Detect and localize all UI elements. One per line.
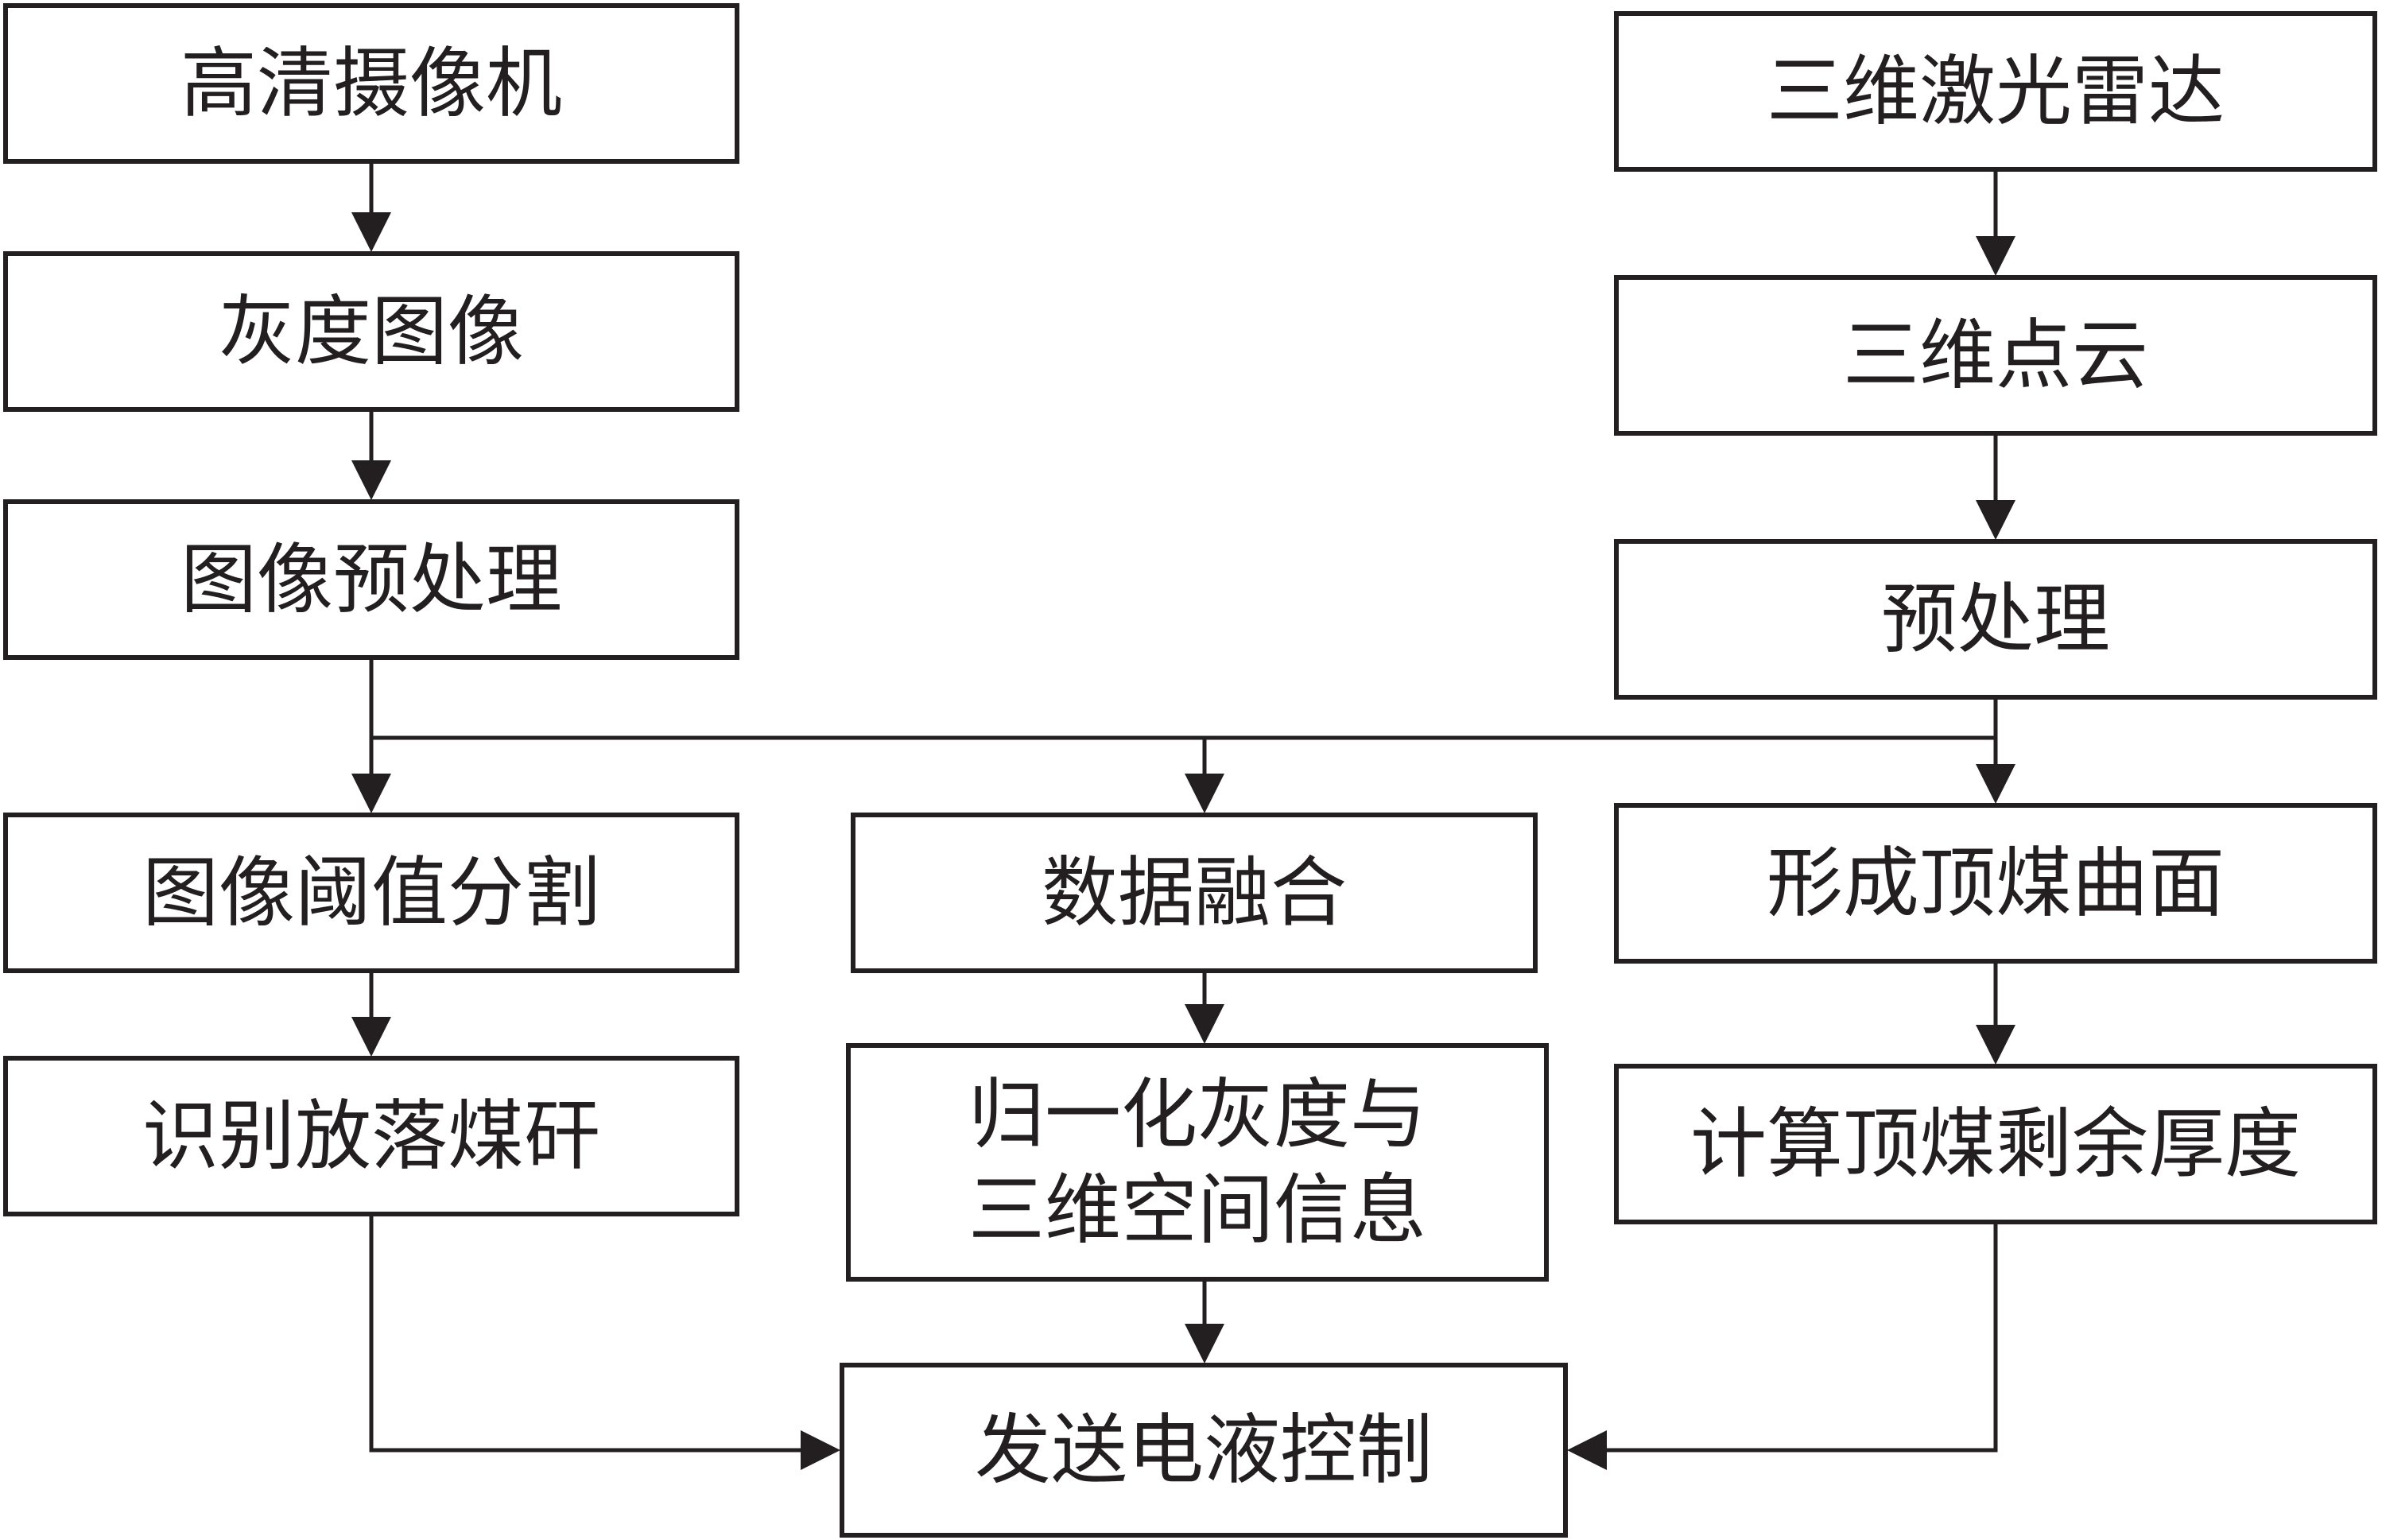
normalize-label-line2: 三维空间信息 <box>968 1166 1426 1255</box>
top-coal-surface-label: 形成顶煤曲面 <box>1767 839 2225 928</box>
camera-label: 高清摄像机 <box>180 39 562 128</box>
point-cloud-box: 三维点云 <box>1614 275 2377 436</box>
arrow-identify-to-control <box>369 1216 840 1470</box>
lidar-label: 三维激光雷达 <box>1767 47 2225 136</box>
normalize-label-line1: 归一化灰度与 <box>968 1070 1426 1159</box>
image-preprocess-label: 图像预处理 <box>180 535 562 624</box>
image-threshold-box: 图像阈值分割 <box>3 813 739 973</box>
preprocess-box: 预处理 <box>1614 539 2377 700</box>
remaining-thickness-label: 计算顶煤剩余厚度 <box>1690 1100 2301 1189</box>
image-threshold-label: 图像阈值分割 <box>142 848 600 937</box>
identify-coal-gangue-label: 识别放落煤矸 <box>142 1092 600 1181</box>
image-preprocess-box: 图像预处理 <box>3 499 739 660</box>
send-control-label: 发送电液控制 <box>975 1406 1433 1495</box>
identify-coal-gangue-box: 识别放落煤矸 <box>3 1056 739 1216</box>
preprocess-label: 预处理 <box>1881 575 2110 664</box>
top-coal-surface-box: 形成顶煤曲面 <box>1614 803 2377 964</box>
normalize-text: 归一化灰度与 三维空间信息 <box>968 1067 1426 1258</box>
send-control-box: 发送电液控制 <box>840 1363 1568 1538</box>
gray-image-box: 灰度图像 <box>3 251 739 412</box>
remaining-thickness-box: 计算顶煤剩余厚度 <box>1614 1064 2377 1224</box>
data-fusion-box: 数据融合 <box>851 813 1538 973</box>
arrow-thickness-to-control <box>1567 1224 1998 1470</box>
normalize-box: 归一化灰度与 三维空间信息 <box>846 1043 1549 1282</box>
lidar-box: 三维激光雷达 <box>1614 11 2377 172</box>
gray-image-label: 灰度图像 <box>219 287 524 376</box>
camera-box: 高清摄像机 <box>3 3 739 164</box>
data-fusion-label: 数据融合 <box>1042 848 1347 937</box>
point-cloud-label: 三维点云 <box>1843 311 2148 400</box>
